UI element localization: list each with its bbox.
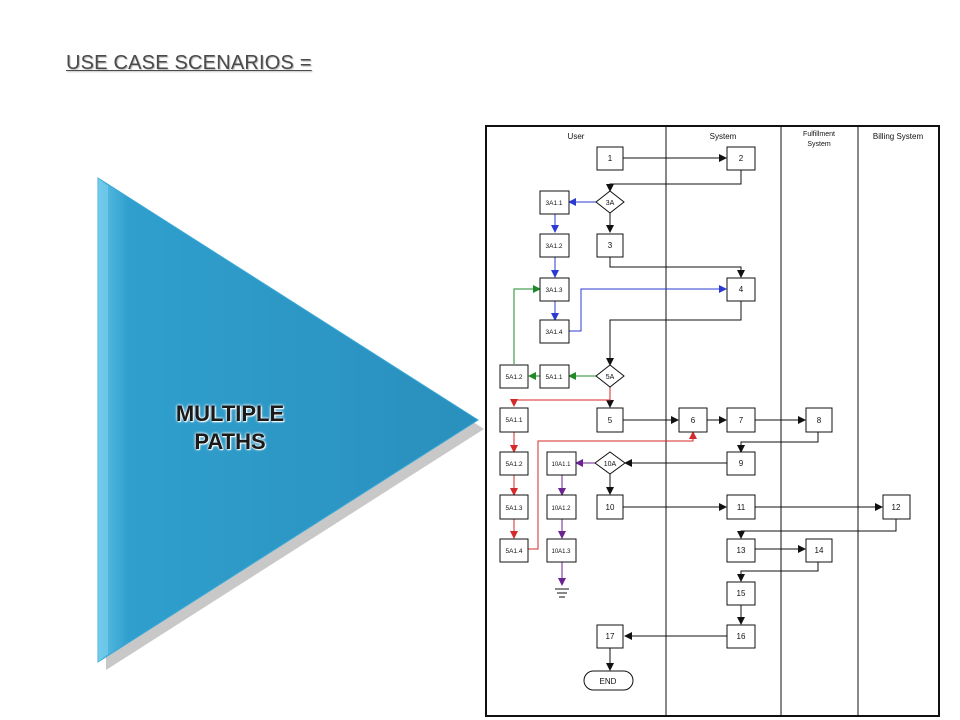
decision-5a-label: 5A — [606, 374, 615, 381]
decision-3a — [595, 190, 625, 214]
lane-user-label: User — [568, 132, 585, 141]
decision-5a — [595, 364, 625, 388]
node-14 — [805, 538, 833, 563]
decision-10a-label: 10A — [604, 461, 617, 468]
node-3a1-4 — [539, 319, 570, 344]
node-3a1-3 — [539, 277, 570, 302]
node-14-label: 14 — [815, 546, 824, 555]
node-3a1-1 — [539, 190, 570, 215]
node-3a1-1-label: 3A1.1 — [546, 200, 563, 207]
node-12-label: 12 — [892, 503, 901, 512]
node-8 — [805, 407, 833, 433]
lane-billing-label: Billing System — [873, 132, 924, 141]
node-5a1-2-red — [499, 451, 529, 476]
node-1-label: 1 — [608, 154, 613, 163]
lane-fulfillment-label: Fulfillment — [803, 131, 835, 138]
triangle-label: MULTIPLE PATHS — [140, 400, 320, 456]
node-9-label: 9 — [739, 459, 744, 468]
lane-system-label: System — [710, 132, 737, 141]
node-12 — [882, 494, 911, 520]
node-5a1-4-label: 5A1.4 — [506, 548, 523, 555]
node-1 — [596, 146, 624, 171]
ground-terminator-icon — [555, 588, 569, 598]
node-5a1-2-red-label: 5A1.2 — [506, 461, 523, 468]
node-8-label: 8 — [817, 416, 822, 425]
node-17-label: 17 — [606, 632, 615, 641]
node-3a1-3-label: 3A1.3 — [546, 287, 563, 294]
node-13 — [726, 538, 756, 563]
node-10a1-2-label: 10A1.2 — [551, 506, 571, 512]
node-7 — [726, 407, 756, 433]
node-end — [583, 670, 634, 691]
node-4 — [726, 277, 756, 302]
node-5a1-1-red-label: 5A1.1 — [506, 417, 523, 424]
triangle-label-line2: PATHS — [194, 429, 266, 454]
node-7-label: 7 — [739, 416, 744, 425]
node-5 — [596, 407, 624, 433]
node-16-label: 16 — [737, 632, 746, 641]
node-5a1-2-green-label: 5A1.2 — [506, 374, 523, 381]
node-9 — [726, 451, 756, 476]
node-5a1-1-green — [539, 364, 570, 389]
node-3 — [596, 233, 624, 258]
lane-fulfillment-label2: System — [807, 141, 831, 148]
node-5a1-3 — [499, 494, 529, 520]
node-10a1-1 — [546, 451, 577, 476]
node-16 — [726, 624, 756, 649]
node-5a1-1-red — [499, 407, 529, 433]
decision-10a — [594, 451, 626, 475]
node-3-label: 3 — [608, 241, 613, 250]
node-15-label: 15 — [737, 589, 746, 598]
node-5-label: 5 — [608, 416, 613, 425]
node-13-label: 13 — [737, 546, 746, 555]
node-17 — [596, 624, 624, 649]
node-6 — [678, 407, 708, 433]
node-10a1-3 — [546, 538, 577, 563]
node-3a1-4-label: 3A1.4 — [546, 329, 563, 336]
node-5a1-1-green-label: 5A1.1 — [546, 374, 563, 381]
node-5a1-3-label: 5A1.3 — [506, 505, 523, 512]
node-6-label: 6 — [691, 416, 696, 425]
node-5a1-2-green — [499, 364, 529, 389]
node-10a1-1-label: 10A1.1 — [551, 462, 571, 468]
node-11 — [726, 494, 756, 520]
node-10a1-2 — [546, 494, 577, 520]
node-10 — [596, 494, 624, 520]
node-3a1-2 — [539, 233, 570, 258]
node-end-label: END — [600, 677, 617, 686]
node-2 — [726, 146, 756, 171]
node-10a1-3-label: 10A1.3 — [551, 549, 571, 555]
node-15 — [726, 581, 756, 606]
slide-title: USE CASE SCENARIOS = — [66, 52, 312, 74]
triangle-label-line1: MULTIPLE — [175, 401, 285, 426]
decision-3a-label: 3A — [606, 200, 615, 207]
node-3a1-2-label: 3A1.2 — [546, 243, 563, 250]
node-5a1-4 — [499, 538, 529, 563]
node-10-label: 10 — [606, 503, 615, 512]
node-4-label: 4 — [739, 285, 744, 294]
diagram-frame — [485, 125, 940, 717]
node-2-label: 2 — [739, 154, 744, 163]
node-11-label: 11 — [737, 503, 746, 512]
